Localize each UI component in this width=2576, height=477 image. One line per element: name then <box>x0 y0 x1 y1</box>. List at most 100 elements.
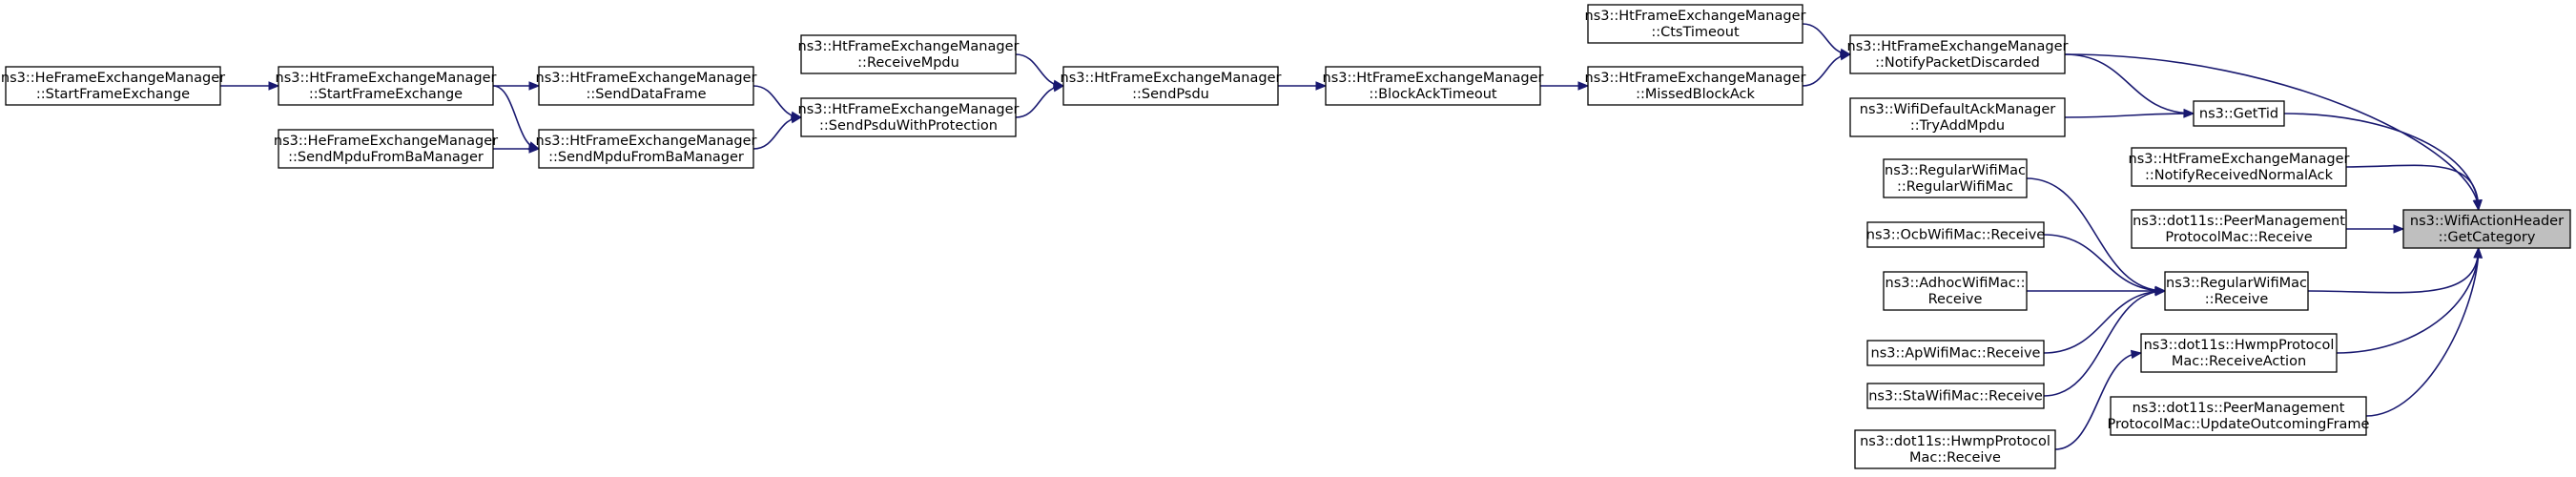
node-ns3-htframeexchangemanager-sendpsdu[interactable]: ns3::HtFrameExchangeManager::SendPsdu <box>1061 66 1282 106</box>
node-ns3-wifidefaultackmanager-tryaddmpdu[interactable]: ns3::WifiDefaultAckManager::TryAddMpdu <box>1849 97 2066 137</box>
node-label-line: ns3::dot11s::HwmpProtocol <box>2144 338 2335 353</box>
node-label-line: ns3::HtFrameExchangeManager <box>1323 71 1544 86</box>
node-ns3-htframeexchangemanager-sendmpdufrombamanager[interactable]: ns3::HtFrameExchangeManager::SendMpduFro… <box>536 129 757 169</box>
node-box <box>1883 271 2028 311</box>
node-label-line: ns3::HeFrameExchangeManager <box>274 134 498 149</box>
node-label-line: ::RegularWifiMac <box>1897 179 2013 195</box>
node-ns3-htframeexchangemanager-blockacktimeout[interactable]: ns3::HtFrameExchangeManager::BlockAckTim… <box>1323 66 1544 106</box>
node-label-line: ns3::RegularWifiMac <box>2166 276 2307 291</box>
root-node-ns3-wifiactionheader-getcategory[interactable]: ns3::WifiActionHeader::GetCategory <box>2402 209 2571 249</box>
node-box <box>2131 209 2347 249</box>
edge-n20-to-n22 <box>2043 290 2166 354</box>
node-box <box>538 129 754 169</box>
arrowhead-icon <box>1577 81 1590 91</box>
node-label-line: ProtocolMac::UpdateOutcomingFrame <box>2108 417 2370 432</box>
node-label-line: ns3::GetTid <box>2199 107 2278 122</box>
node-box <box>1866 221 2045 248</box>
node-ns3-htframeexchangemanager-startframeexchange[interactable]: ns3::HtFrameExchangeManager::StartFrameE… <box>276 66 497 106</box>
node-label-line: ::SendDataFrame <box>586 87 706 102</box>
node-box <box>2193 100 2285 127</box>
edge-n23-to-n26 <box>2336 247 2480 354</box>
node-ns3-htframeexchangemanager-notifypacketdiscarded[interactable]: ns3::HtFrameExchangeManager::NotifyPacke… <box>1847 34 2069 74</box>
arrowhead-icon <box>790 114 803 124</box>
node-label-line: ::CtsTimeout <box>1651 25 1740 40</box>
node-ns3-adhocwifimac-receive[interactable]: ns3::AdhocWifiMac::Receive <box>1883 271 2028 311</box>
node-ns3-heframeexchangemanager-startframeexchange[interactable]: ns3::HeFrameExchangeManager::StartFrameE… <box>1 66 225 106</box>
node-box <box>1866 340 2045 366</box>
arrowhead-icon <box>1052 82 1065 93</box>
node-ns3-htframeexchangemanager-senddataframe[interactable]: ns3::HtFrameExchangeManager::SendDataFra… <box>536 66 757 106</box>
node-label-line: ::ReceiveMpdu <box>857 55 959 71</box>
node-label-line: ::Receive <box>2205 292 2269 307</box>
node-box <box>1866 383 2045 409</box>
node-label-line: ::BlockAckTimeout <box>1369 87 1497 102</box>
node-label-line: ns3::StaWifiMac::Receive <box>1868 389 2043 404</box>
node-box <box>1854 429 2056 469</box>
node-ns3-regularwifimac-regularwifimac[interactable]: ns3::RegularWifiMac::RegularWifiMac <box>1883 158 2028 198</box>
node-box <box>2164 271 2309 311</box>
node-ns3-htframeexchangemanager-sendpsduwithprotection[interactable]: ns3::HtFrameExchangeManager::SendPsduWit… <box>798 97 1020 137</box>
node-box <box>1587 4 1803 44</box>
edge-n18-to-n22 <box>2043 234 2166 292</box>
edge-n13-to-n14 <box>2064 113 2195 118</box>
node-label-line: ::SendPsduWithProtection <box>819 118 998 134</box>
node-label-line: ns3::RegularWifiMac <box>1885 163 2026 178</box>
node-ns3-apwifimac-receive[interactable]: ns3::ApWifiMac::Receive <box>1866 340 2045 366</box>
arrowhead-icon <box>2183 109 2195 118</box>
node-ns3-ocbwifimac-receive[interactable]: ns3::OcbWifiMac::Receive <box>1866 221 2045 248</box>
node-box <box>278 129 494 169</box>
arrowhead-icon <box>528 144 541 154</box>
node-box <box>5 66 221 106</box>
node-label-line: ns3::dot11s::HwmpProtocol <box>1860 434 2050 449</box>
node-label-line: ns3::HtFrameExchangeManager <box>798 102 1020 117</box>
node-ns3-htframeexchangemanager-missedblockack[interactable]: ns3::HtFrameExchangeManager::MissedBlock… <box>1585 66 1806 106</box>
node-box <box>538 66 754 106</box>
node-label-line: ns3::WifiDefaultAckManager <box>1860 102 2056 117</box>
node-box <box>2140 333 2338 373</box>
node-label-line: ::MissedBlockAck <box>1636 87 1755 102</box>
node-label-line: ns3::HtFrameExchangeManager <box>536 71 757 86</box>
node-box <box>1849 97 2066 137</box>
edge-n12-to-n26 <box>2064 53 2480 211</box>
node-ns3-gettid[interactable]: ns3::GetTid <box>2193 100 2285 127</box>
node-box <box>800 97 1017 137</box>
node-label-line: ns3::HtFrameExchangeManager <box>1585 71 1806 86</box>
node-ns3-htframeexchangemanager-notifyreceivednormalack[interactable]: ns3::HtFrameExchangeManager::NotifyRecei… <box>2129 147 2350 187</box>
node-label-line: ns3::HeFrameExchangeManager <box>1 71 225 86</box>
arrowhead-icon <box>2130 349 2143 360</box>
node-label-line: ns3::HtFrameExchangeManager <box>1585 9 1806 24</box>
node-box <box>2131 147 2347 187</box>
node-label-line: ::GetCategory <box>2439 230 2536 245</box>
node-ns3-htframeexchangemanager-receivempdu[interactable]: ns3::HtFrameExchangeManager::ReceiveMpdu <box>798 34 1020 74</box>
node-ns3-dot11s-hwmpprotocolmac-receiveaction[interactable]: ns3::dot11s::HwmpProtocolMac::ReceiveAct… <box>2140 333 2338 373</box>
node-ns3-htframeexchangemanager-ctstimeout[interactable]: ns3::HtFrameExchangeManager::CtsTimeout <box>1585 4 1806 44</box>
node-ns3-stawifimac-receive[interactable]: ns3::StaWifiMac::Receive <box>1866 383 2045 409</box>
node-label-line: ns3::OcbWifiMac::Receive <box>1866 228 2045 243</box>
node-label-line: ns3::HtFrameExchangeManager <box>536 134 757 149</box>
call-graph-nodes: ns3::HeFrameExchangeManager::StartFrameE… <box>1 4 2571 469</box>
arrowhead-icon <box>1839 48 1852 58</box>
node-label-line: Mac::Receive <box>1909 450 2001 466</box>
node-box <box>1883 158 2028 198</box>
node-label-line: ns3::dot11s::PeerManagement <box>2133 401 2345 416</box>
arrowhead-icon <box>1315 81 1328 91</box>
edge-n25-to-n26 <box>2365 247 2480 417</box>
node-ns3-dot11s-peermanagementprotocolmac-updateoutcomingframe[interactable]: ns3::dot11s::PeerManagementProtocolMac::… <box>2108 396 2370 436</box>
edge-n2-to-n5 <box>492 85 540 150</box>
node-ns3-regularwifimac-receive[interactable]: ns3::RegularWifiMac::Receive <box>2164 271 2309 311</box>
node-ns3-heframeexchangemanager-sendmpdufrombamanager[interactable]: ns3::HeFrameExchangeManager::SendMpduFro… <box>274 129 498 169</box>
node-box <box>1325 66 1541 106</box>
edge-n15-to-n26 <box>2345 164 2480 211</box>
node-label-line: ns3::HtFrameExchangeManager <box>276 71 497 86</box>
node-ns3-dot11s-peermanagementprotocolmac-receive[interactable]: ns3::dot11s::PeerManagementProtocolMac::… <box>2131 209 2347 249</box>
node-label-line: Receive <box>1928 292 1983 307</box>
node-label-line: ns3::HtFrameExchangeManager <box>1847 39 2069 54</box>
arrowhead-icon <box>2473 199 2483 212</box>
arrowhead-icon <box>2473 246 2483 259</box>
node-label-line: ns3::HtFrameExchangeManager <box>798 39 1020 54</box>
node-label-line: ::TryAddMpdu <box>1910 118 2005 134</box>
node-box <box>800 34 1017 74</box>
node-label-line: ns3::ApWifiMac::Receive <box>1871 346 2041 362</box>
